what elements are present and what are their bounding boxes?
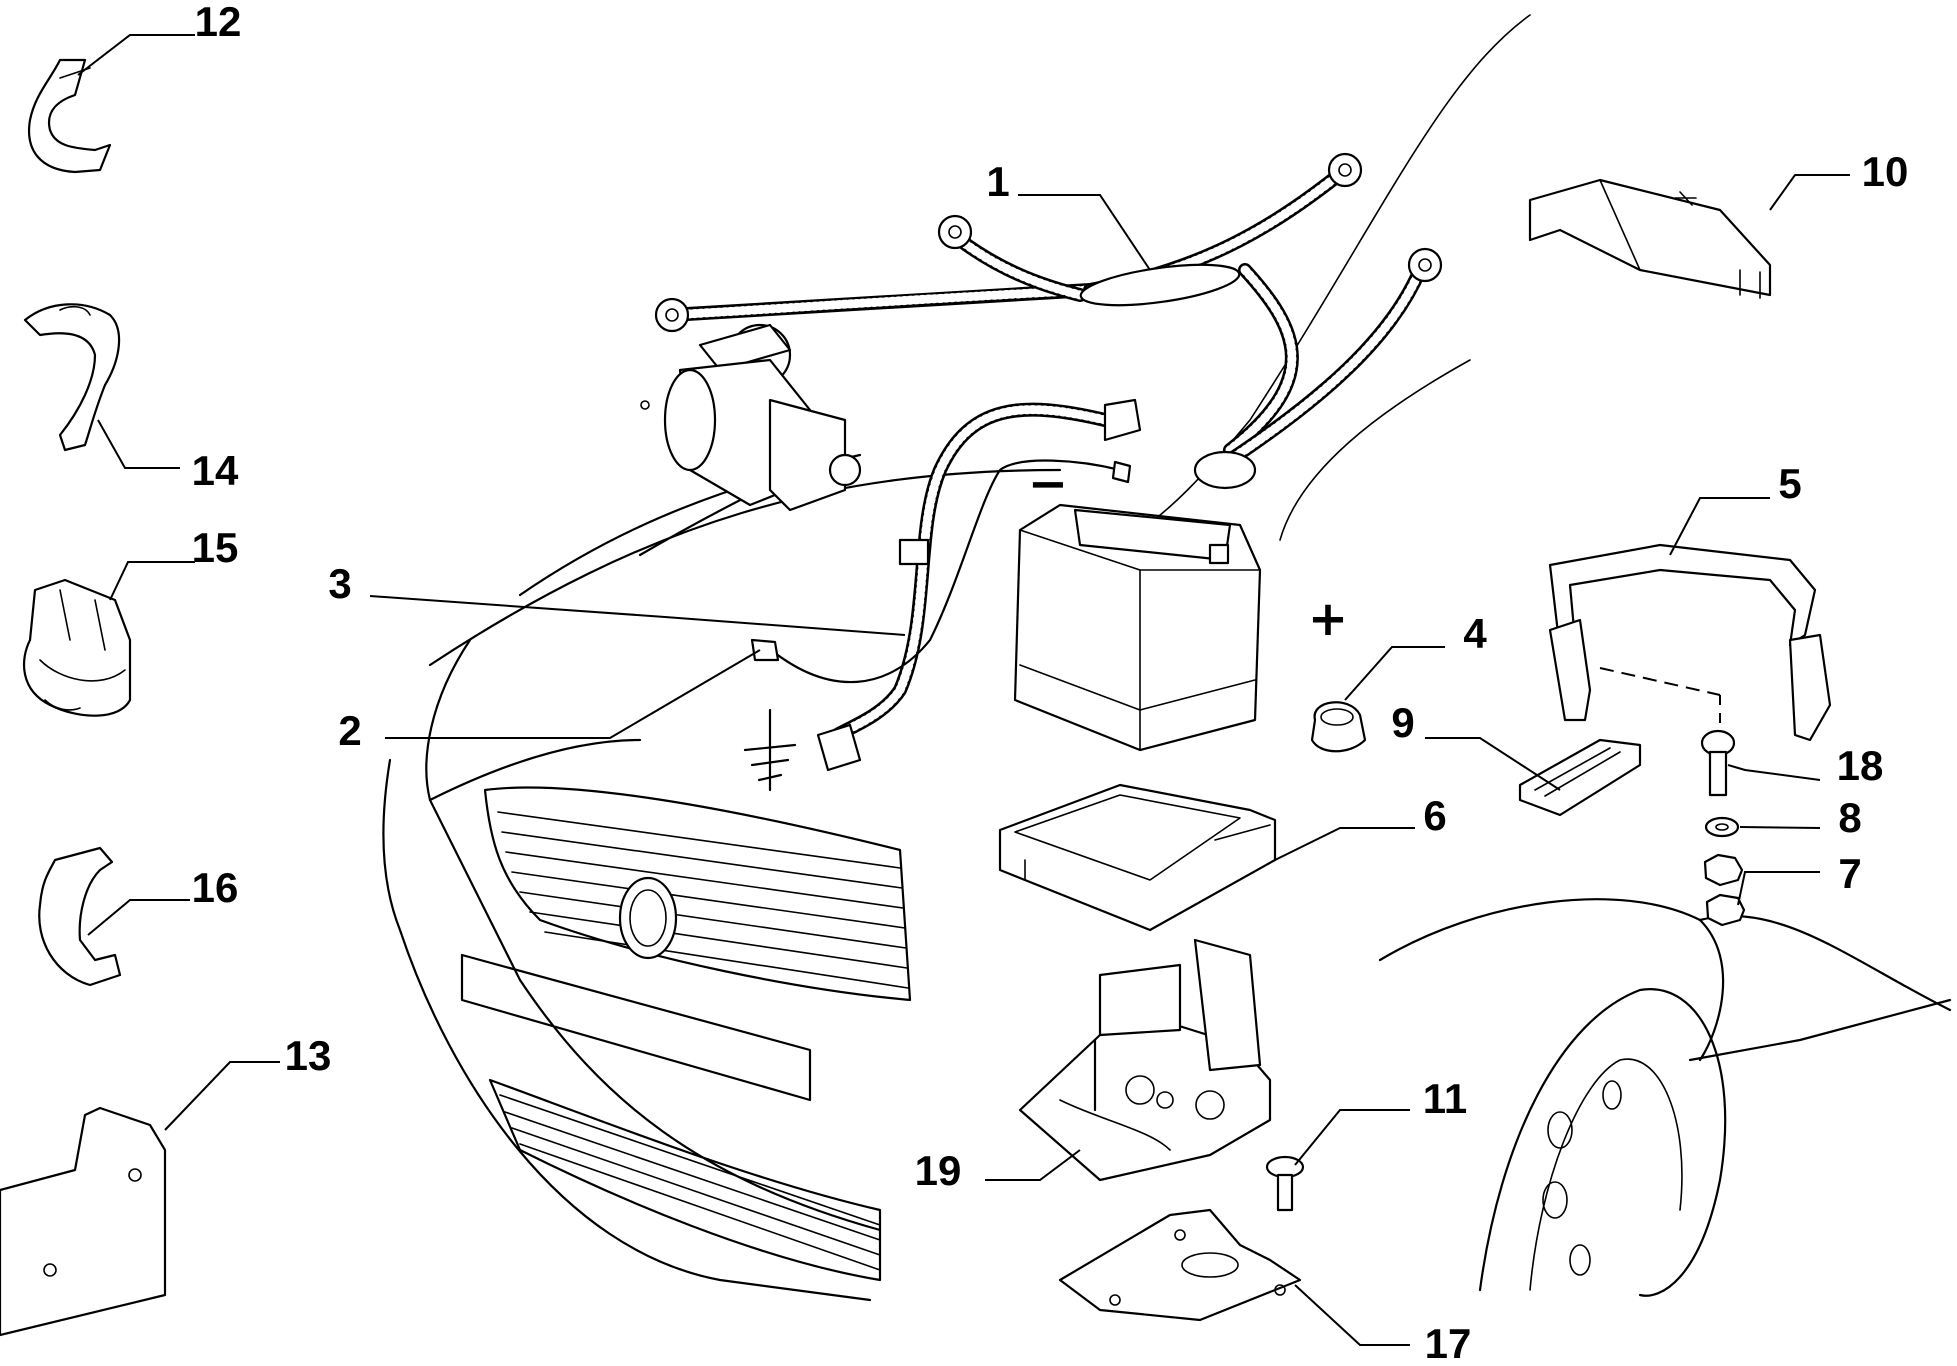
callout-5: 5 (1778, 460, 1801, 507)
callout-19: 19 (915, 1147, 962, 1194)
part-9-wedge-block (1518, 738, 1642, 817)
callout-4: 4 (1463, 610, 1487, 657)
part-14-clip (23, 303, 121, 452)
part-5-hold-down-strap (1548, 543, 1832, 742)
callout-13: 13 (285, 1032, 332, 1079)
callout-15: 15 (192, 524, 239, 571)
part-16-clamp (38, 846, 122, 987)
part-6-battery-tray (998, 783, 1277, 932)
callout-17: 17 (1425, 1320, 1472, 1366)
part-12-clip (28, 58, 112, 174)
part-7-nuts (1703, 853, 1746, 927)
part-17-mounting-plate (1058, 1208, 1302, 1322)
part-19-battery-bracket (1018, 938, 1272, 1182)
harness-sleeve (1079, 263, 1241, 307)
part-15-clamp (22, 578, 132, 717)
callout-1: 1 (986, 158, 1009, 205)
part-18-bolt (1700, 729, 1736, 797)
battery (1013, 503, 1262, 752)
car-front-outline (382, 14, 1952, 1302)
callout-3: 3 (328, 560, 351, 607)
callout-11: 11 (1423, 1075, 1467, 1122)
callout-16: 16 (192, 864, 239, 911)
positive-terminal-symbol: + (1308, 591, 1348, 647)
ground-symbol-icon (743, 708, 797, 792)
callout-8: 8 (1838, 794, 1861, 841)
callout-7: 7 (1838, 850, 1861, 897)
part-4-cap (1310, 701, 1367, 753)
part-11-bolt (1265, 1155, 1305, 1212)
callout-2: 2 (338, 707, 361, 754)
part-2-thin-cable (750, 459, 1132, 684)
part-13-plate (0, 1106, 167, 1337)
callout-labels: 12 1 10 14 5 15 3 4 9 2 18 6 8 7 16 13 1… (192, 0, 1909, 1366)
part-10-terminal-cover (1528, 178, 1772, 299)
grille-bars (497, 811, 909, 989)
callout-12: 12 (195, 0, 242, 45)
callout-18: 18 (1837, 742, 1884, 789)
starter-motor (640, 323, 862, 512)
emblem (618, 876, 678, 960)
callout-6: 6 (1423, 792, 1446, 839)
callout-10: 10 (1862, 148, 1909, 195)
part-3-ground-cable (816, 398, 1142, 772)
callout-14: 14 (192, 447, 239, 494)
callout-9: 9 (1391, 699, 1414, 746)
part-1-cable-harness (654, 152, 1443, 490)
part-8-washer (1704, 816, 1740, 838)
leader-lines (77, 34, 1850, 1346)
negative-terminal-symbol: − (1028, 456, 1068, 512)
